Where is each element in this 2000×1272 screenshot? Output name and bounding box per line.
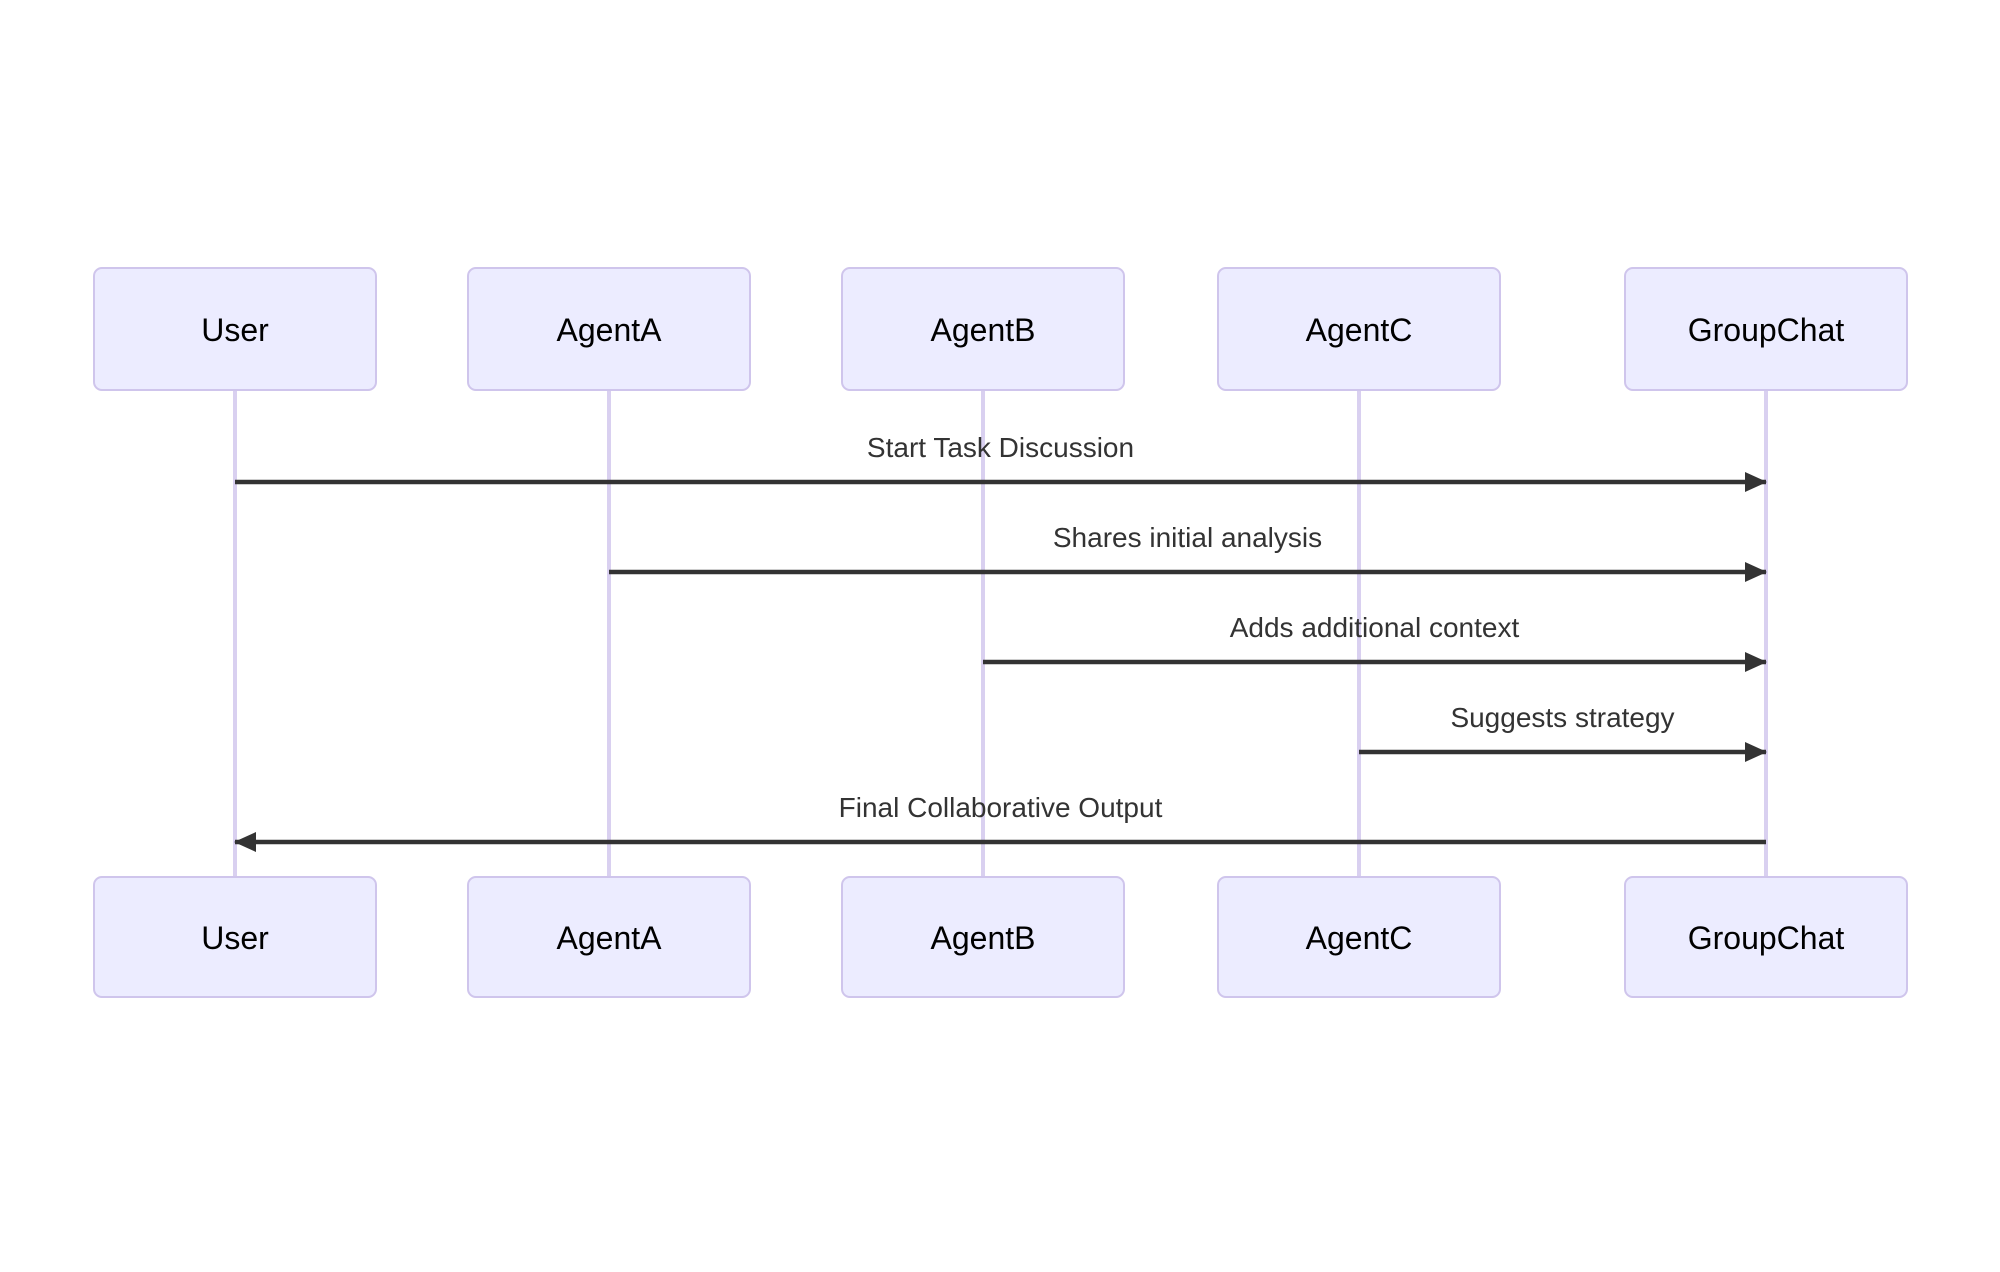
actor-label-bottom-user: User xyxy=(201,920,269,956)
message-label-4: Suggests strategy xyxy=(1450,702,1674,733)
actor-box-bottom-agenta xyxy=(467,876,751,998)
actor-box-top-user xyxy=(93,267,377,391)
actor-label-top-agentc: AgentC xyxy=(1306,312,1413,348)
actor-label-top-agentb: AgentB xyxy=(931,312,1036,348)
actor-label-top-agenta: AgentA xyxy=(557,312,663,348)
actor-box-bottom-user xyxy=(93,876,377,998)
actor-label-top-user: User xyxy=(201,312,269,348)
actor-label-bottom-agentc: AgentC xyxy=(1306,920,1413,956)
message-label-5: Final Collaborative Output xyxy=(839,792,1163,823)
actor-label-bottom-agentb: AgentB xyxy=(931,920,1036,956)
actor-label-bottom-agenta: AgentA xyxy=(557,920,663,956)
actor-box-top-groupchat xyxy=(1624,267,1908,391)
message-label-2: Shares initial analysis xyxy=(1053,522,1322,553)
message-label-1: Start Task Discussion xyxy=(867,432,1134,463)
actor-box-bottom-groupchat xyxy=(1624,876,1908,998)
actor-box-top-agenta xyxy=(467,267,751,391)
message-label-3: Adds additional context xyxy=(1230,612,1520,643)
actor-box-bottom-agentc xyxy=(1217,876,1501,998)
actor-label-bottom-groupchat: GroupChat xyxy=(1688,920,1845,956)
actor-box-bottom-agentb xyxy=(841,876,1125,998)
actor-label-top-groupchat: GroupChat xyxy=(1688,312,1845,348)
actor-box-top-agentc xyxy=(1217,267,1501,391)
actor-box-top-agentb xyxy=(841,267,1125,391)
